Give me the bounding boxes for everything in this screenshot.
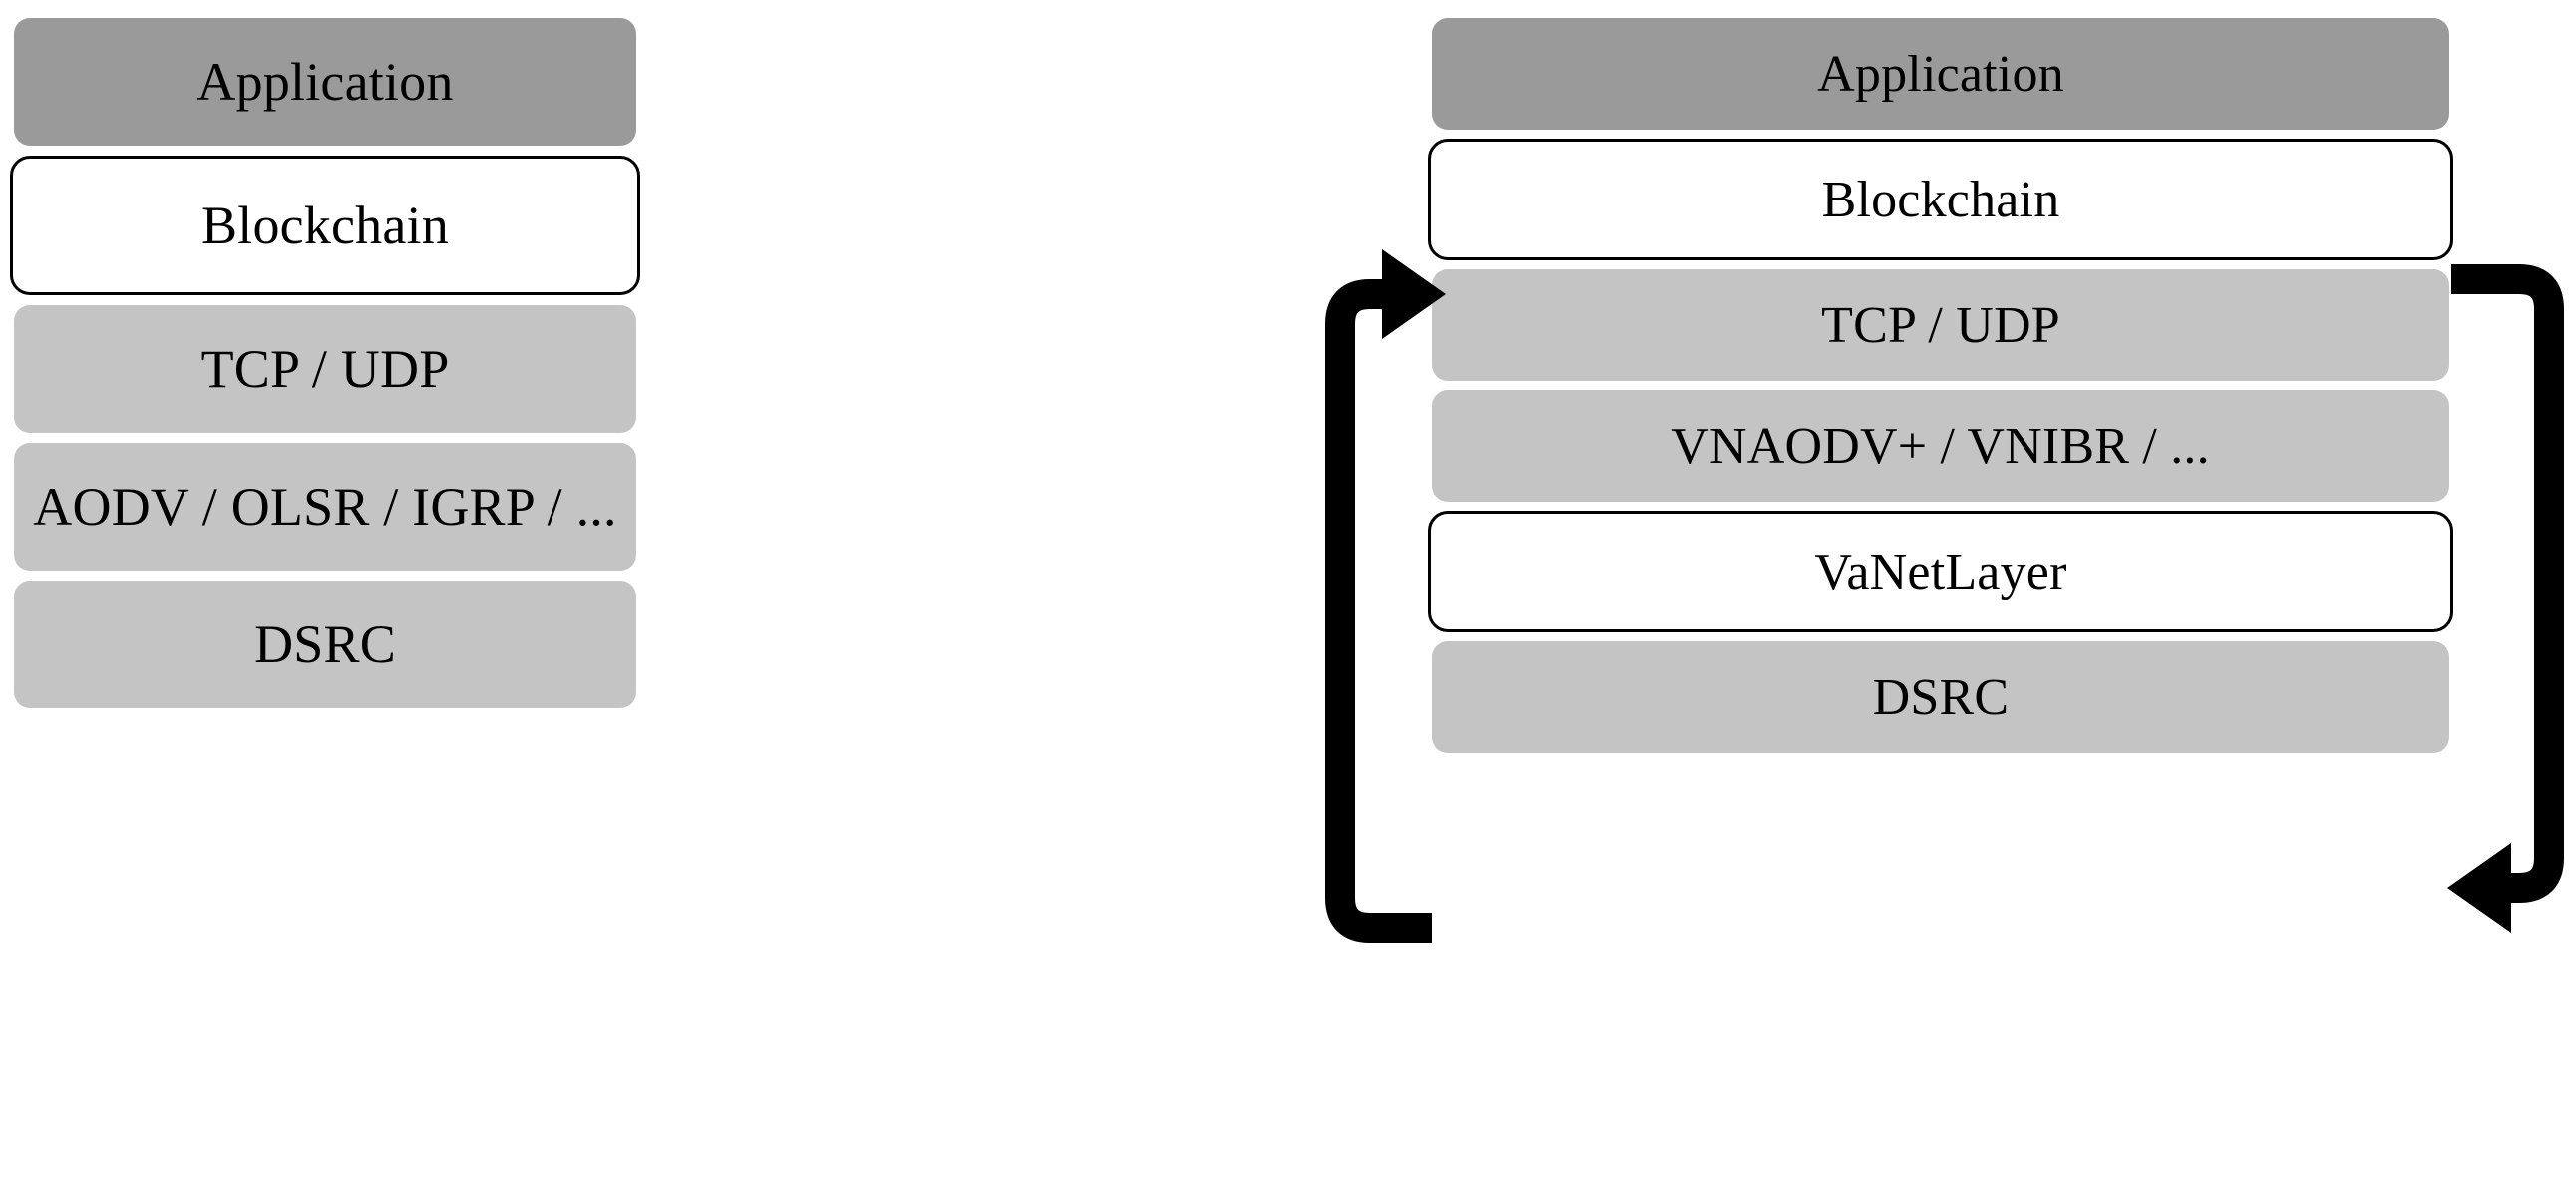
arrowhead-left (2447, 843, 2511, 933)
layer-transport-left: TCP / UDP (14, 305, 636, 433)
layer-application-right: Application (1432, 18, 2449, 130)
proposed-vanet-stack: Application Blockchain TCP / UDP VNAODV+… (1428, 18, 2453, 762)
layer-routing-left: AODV / OLSR / IGRP / ... (14, 443, 636, 571)
layer-vanetlayer-right: VaNetLayer (1428, 511, 2453, 632)
layer-blockchain-left: Blockchain (10, 156, 640, 295)
layer-dsrc-right: DSRC (1432, 641, 2449, 753)
layer-transport-right: TCP / UDP (1432, 269, 2449, 381)
layer-application-left: Application (14, 18, 636, 146)
layer-blockchain-right: Blockchain (1428, 139, 2453, 260)
conventional-vanet-stack: Application Blockchain TCP / UDP AODV / … (10, 18, 640, 718)
layer-vn-routing-right: VNAODV+ / VNIBR / ... (1432, 390, 2449, 502)
layer-dsrc-left: DSRC (14, 581, 636, 708)
